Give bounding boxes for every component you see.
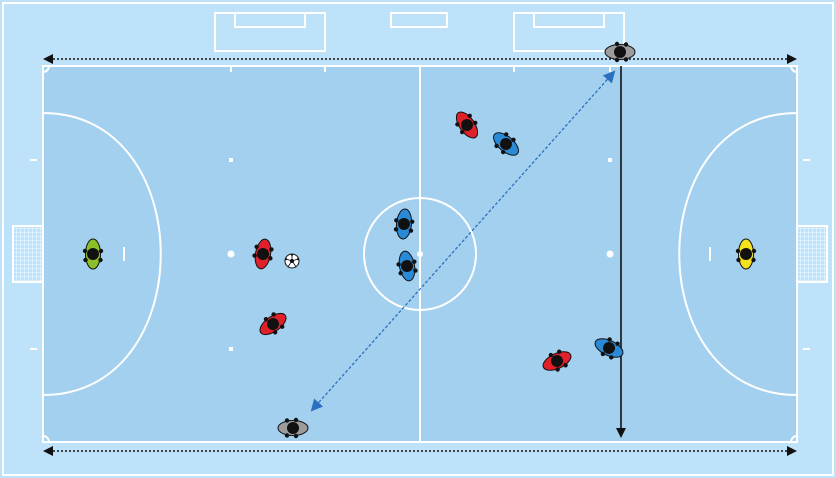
soccer-ball-icon[interactable]	[285, 254, 299, 268]
right-goal	[797, 226, 827, 282]
left-goal	[13, 226, 43, 282]
